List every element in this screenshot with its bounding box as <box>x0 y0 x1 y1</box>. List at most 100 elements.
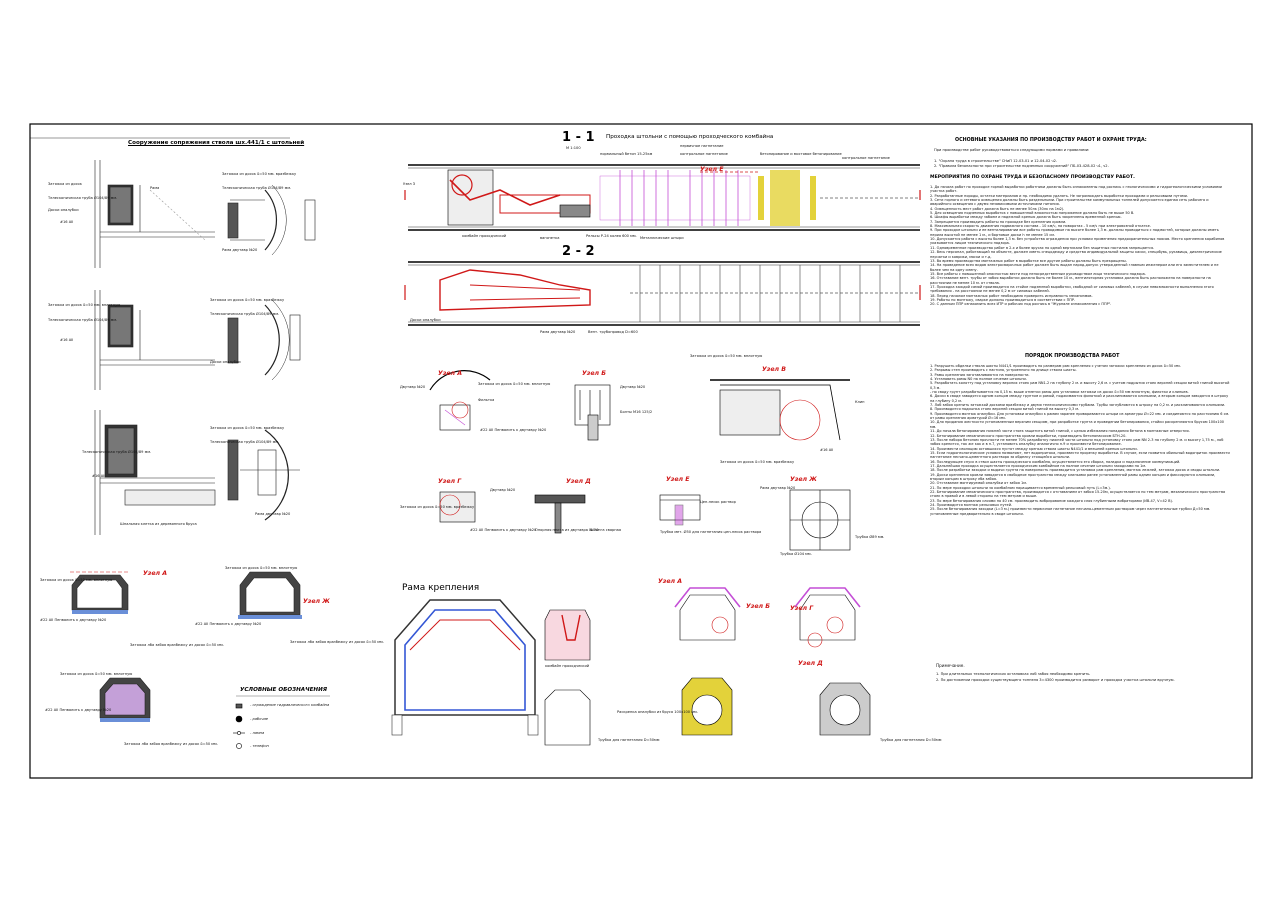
notes-title: Примечание. <box>936 663 965 668</box>
cross-label: Раскрепка опалубки из бруса 100х100 мм. <box>617 710 698 714</box>
detail-label: #22 АII Пенвалить к двутавру №20 <box>480 428 547 432</box>
section-label: Рельсы Р-24 колея 600 мм. <box>586 234 637 238</box>
uzel-label: Узел Е <box>666 476 690 483</box>
uzel-label: Узел Г <box>438 478 462 485</box>
label: Затяжка из досок δ=50 мм. вплотную <box>60 672 133 676</box>
cross-label: Трубка для нагнетания D=50мм <box>880 738 942 742</box>
safety-item: 17. Проходка каждой самой производится н… <box>930 284 1214 294</box>
label: #16 АII <box>92 474 106 478</box>
order-item: 8. Производится подсыпка стоек верхней с… <box>930 407 1080 412</box>
order-item: 2. Разрывы стен производить с настила, у… <box>930 368 1077 373</box>
order-item: 14. Произвести изоляцию оставшихся пусто… <box>930 446 1138 451</box>
section-label: Вент. трубопровод D=600 <box>588 330 638 334</box>
legend-item: - ограждение гидравлического комбайна <box>250 703 330 707</box>
detail-label: Затяжка из досок δ=50 мм. вплотную <box>690 354 763 358</box>
safety-item: 3. Сети горного и сетевого освещения дол… <box>930 198 1209 207</box>
safety-item: 1. До начала работ по проходке горной вы… <box>930 185 1222 194</box>
safety-item: 2. Разработанные породы, остатки материа… <box>930 193 1188 198</box>
uzel-label: Узел Е <box>700 166 724 173</box>
label: Телескопическая труба Ø104/89 мм. <box>48 318 118 322</box>
detail-label: Двутавр №20 <box>490 488 516 492</box>
section-1-scale: М 1:100 <box>566 146 581 150</box>
uzel-label: Узел Ж <box>303 598 330 605</box>
section-label: бетонирование и мостовое бетонирование <box>760 152 842 156</box>
label: Затяжка из досок δ=50 мм. вразбежку <box>210 426 285 430</box>
section-1-caption: Проходка штольни с помощью проходческого… <box>606 134 774 140</box>
label: Затяжка из досок δ=50 мм. вразбежку <box>222 172 297 176</box>
cross-label: Трубка для нагнетания D=50мм <box>598 738 660 742</box>
norm-item: 1. "Охрана труда в строительстве" СНиП 1… <box>934 159 1058 163</box>
label: Затяжка лба забоя вразбежку из досок δ=5… <box>290 640 384 644</box>
section-2-title: 2 - 2 <box>562 244 595 259</box>
section-label: первичное нагнетание <box>680 144 724 148</box>
detail-label: Затяжка из досок δ=50 мм. вразбежку <box>720 460 795 464</box>
uzel-label: Узел В <box>762 366 786 373</box>
legend-item: - лампа <box>250 731 265 735</box>
right-header-2: МЕРОПРИЯТИЯ ПО ОХРАНЕ ТРУДА И БЕЗОПАСНОМ… <box>930 175 1135 180</box>
note-item: 2. По достижении проходки существующего … <box>936 678 1175 682</box>
legend-title: УСЛОВНЫЕ ОБОЗНАЧЕНИЯ <box>240 687 328 693</box>
order-item: 3. Рамы крепления заготавливаются на пов… <box>930 372 1030 377</box>
detail-label: Цен-песок раствор <box>700 500 736 504</box>
label: Рама <box>150 186 160 190</box>
label: Затяжка из досок δ=50 мм. вплотную <box>48 303 121 307</box>
section-label: Доски опалубки <box>410 318 441 322</box>
rama-title: Рама крепления <box>402 583 480 593</box>
label: #16 АII <box>60 338 74 342</box>
safety-item: 12. Весь персонал, работающий на объекте… <box>930 250 1222 259</box>
order-item: 21. По мере проходки штольни за комбайно… <box>930 485 1111 490</box>
label: Рама двутавр №20 <box>255 512 291 516</box>
label: Шпальная клетка из деревянного бруса <box>120 522 197 526</box>
label: Телескопическая труба Ø104/89 мм. <box>48 196 118 200</box>
safety-item: 11. Одновременное производство работ в 2… <box>930 245 1155 250</box>
norm-item: 2. "Правила безопасности при строительст… <box>934 164 1109 168</box>
section-label: контрольное нагнетание <box>680 152 728 156</box>
order-item: 17. Дальнейшая проходка осуществляется п… <box>930 463 1147 468</box>
safety-item: 4. Освещенность мест работ должна быть н… <box>930 206 1065 211</box>
order-item: 23. По мере бетонирования слоями по 40 с… <box>930 498 1173 503</box>
uzel-label: Узел Д <box>566 478 591 485</box>
detail-label: Рама двутавр №20 <box>760 486 796 490</box>
section-label: вагонетка <box>540 236 560 240</box>
safety-item: 14. На проведение всех видов электросвар… <box>930 263 1219 272</box>
label: Затяжка из досок δ=50 мм. вплотную <box>225 566 298 570</box>
legend-item: - рабочие <box>250 717 269 721</box>
order-item: 24. Производится монтаж рельсовых путей. <box>930 503 1013 507</box>
detail-label: Затяжка из досок δ=50 мм. вплотную <box>478 382 551 386</box>
detail-label: Опорная плита из двутавра № 20 <box>535 528 599 532</box>
safety-list: 1. До начала работ по проходке горной вы… <box>930 185 1230 307</box>
uzel-label: Узел А <box>438 370 463 377</box>
detail-label: Болты М16 125/2 <box>620 410 653 414</box>
detail-label: Клин <box>855 400 865 404</box>
uzel-label: Узел Б <box>582 370 606 377</box>
uzel-label: Узел Б <box>746 603 770 610</box>
section-label: контрольное нагнетание <box>842 156 890 160</box>
safety-item: 7. Запрещается производить работы по про… <box>930 219 1067 224</box>
left-title: Сооружение сопряжения ствола шх.441/1 с … <box>128 140 305 146</box>
safety-item: 18. Перед началом монтажных работ необхо… <box>930 293 1093 298</box>
label: Затяжка лба забоя вразбежку из досок δ=5… <box>130 643 224 647</box>
cross-label: комбайн проходческий <box>545 664 590 668</box>
detail-label: Фильтка <box>478 398 495 402</box>
section-label: Рама двутавр №20 <box>540 330 576 334</box>
detail-label: Штанга сварная <box>590 528 622 532</box>
order-item: 25. После бетонирования заходки (L=3 м.)… <box>930 507 1211 516</box>
safety-item: 20. С данным ППР ознакомить всех ИТР и р… <box>930 302 1112 307</box>
order-item: 15. Если гидрогеологические условия позв… <box>930 450 1230 460</box>
detail-label: Двутавр №20 <box>620 385 646 389</box>
uzel-label: Узел Д <box>798 660 823 667</box>
label: Рама двутавр №20 <box>222 248 258 252</box>
section-label: Узел З <box>403 182 416 186</box>
safety-item: 13. Во время производства монтажных рабо… <box>930 258 1127 263</box>
order-item: - по своду грунт разрабатывается на 0,15… <box>930 390 1189 395</box>
order-item: 13. После набора бетоном прочности не ме… <box>930 437 1224 447</box>
safety-item: 5. Для освещения подземных выработок с п… <box>930 211 1135 216</box>
label: Затяжка лба забоя вразбежку из досок δ=5… <box>124 742 218 746</box>
label: #16 АII <box>60 220 74 224</box>
order-item: 6. Доски в своде заводятся одним концом … <box>930 394 1229 403</box>
label: Доски опалубки <box>210 360 241 364</box>
detail-label: #22 АII Пенвалить к двутавру №20 <box>470 528 537 532</box>
order-item: 20. Отставание монтируемой опалубки от з… <box>930 481 1027 486</box>
order-item: 5. Разработать колотту под установку вер… <box>930 381 1230 390</box>
